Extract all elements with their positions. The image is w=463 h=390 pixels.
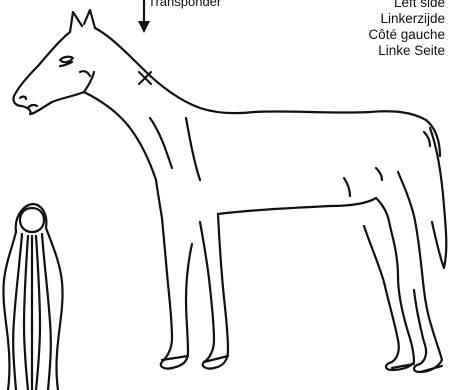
side-label-dutch: Linkerzijde xyxy=(325,11,445,27)
horse-left-side-outline xyxy=(13,10,446,372)
side-labels: Left side Linkerzijde Côté gauche Linke … xyxy=(325,0,445,59)
side-label-french: Côté gauche xyxy=(325,27,445,43)
side-label-english: Left side xyxy=(325,0,445,11)
side-label-german: Linke Seite xyxy=(325,43,445,59)
horse-front-view-legs xyxy=(3,204,62,390)
transponder-label: Transponder xyxy=(148,0,221,9)
transponder-site-mark xyxy=(139,72,151,84)
